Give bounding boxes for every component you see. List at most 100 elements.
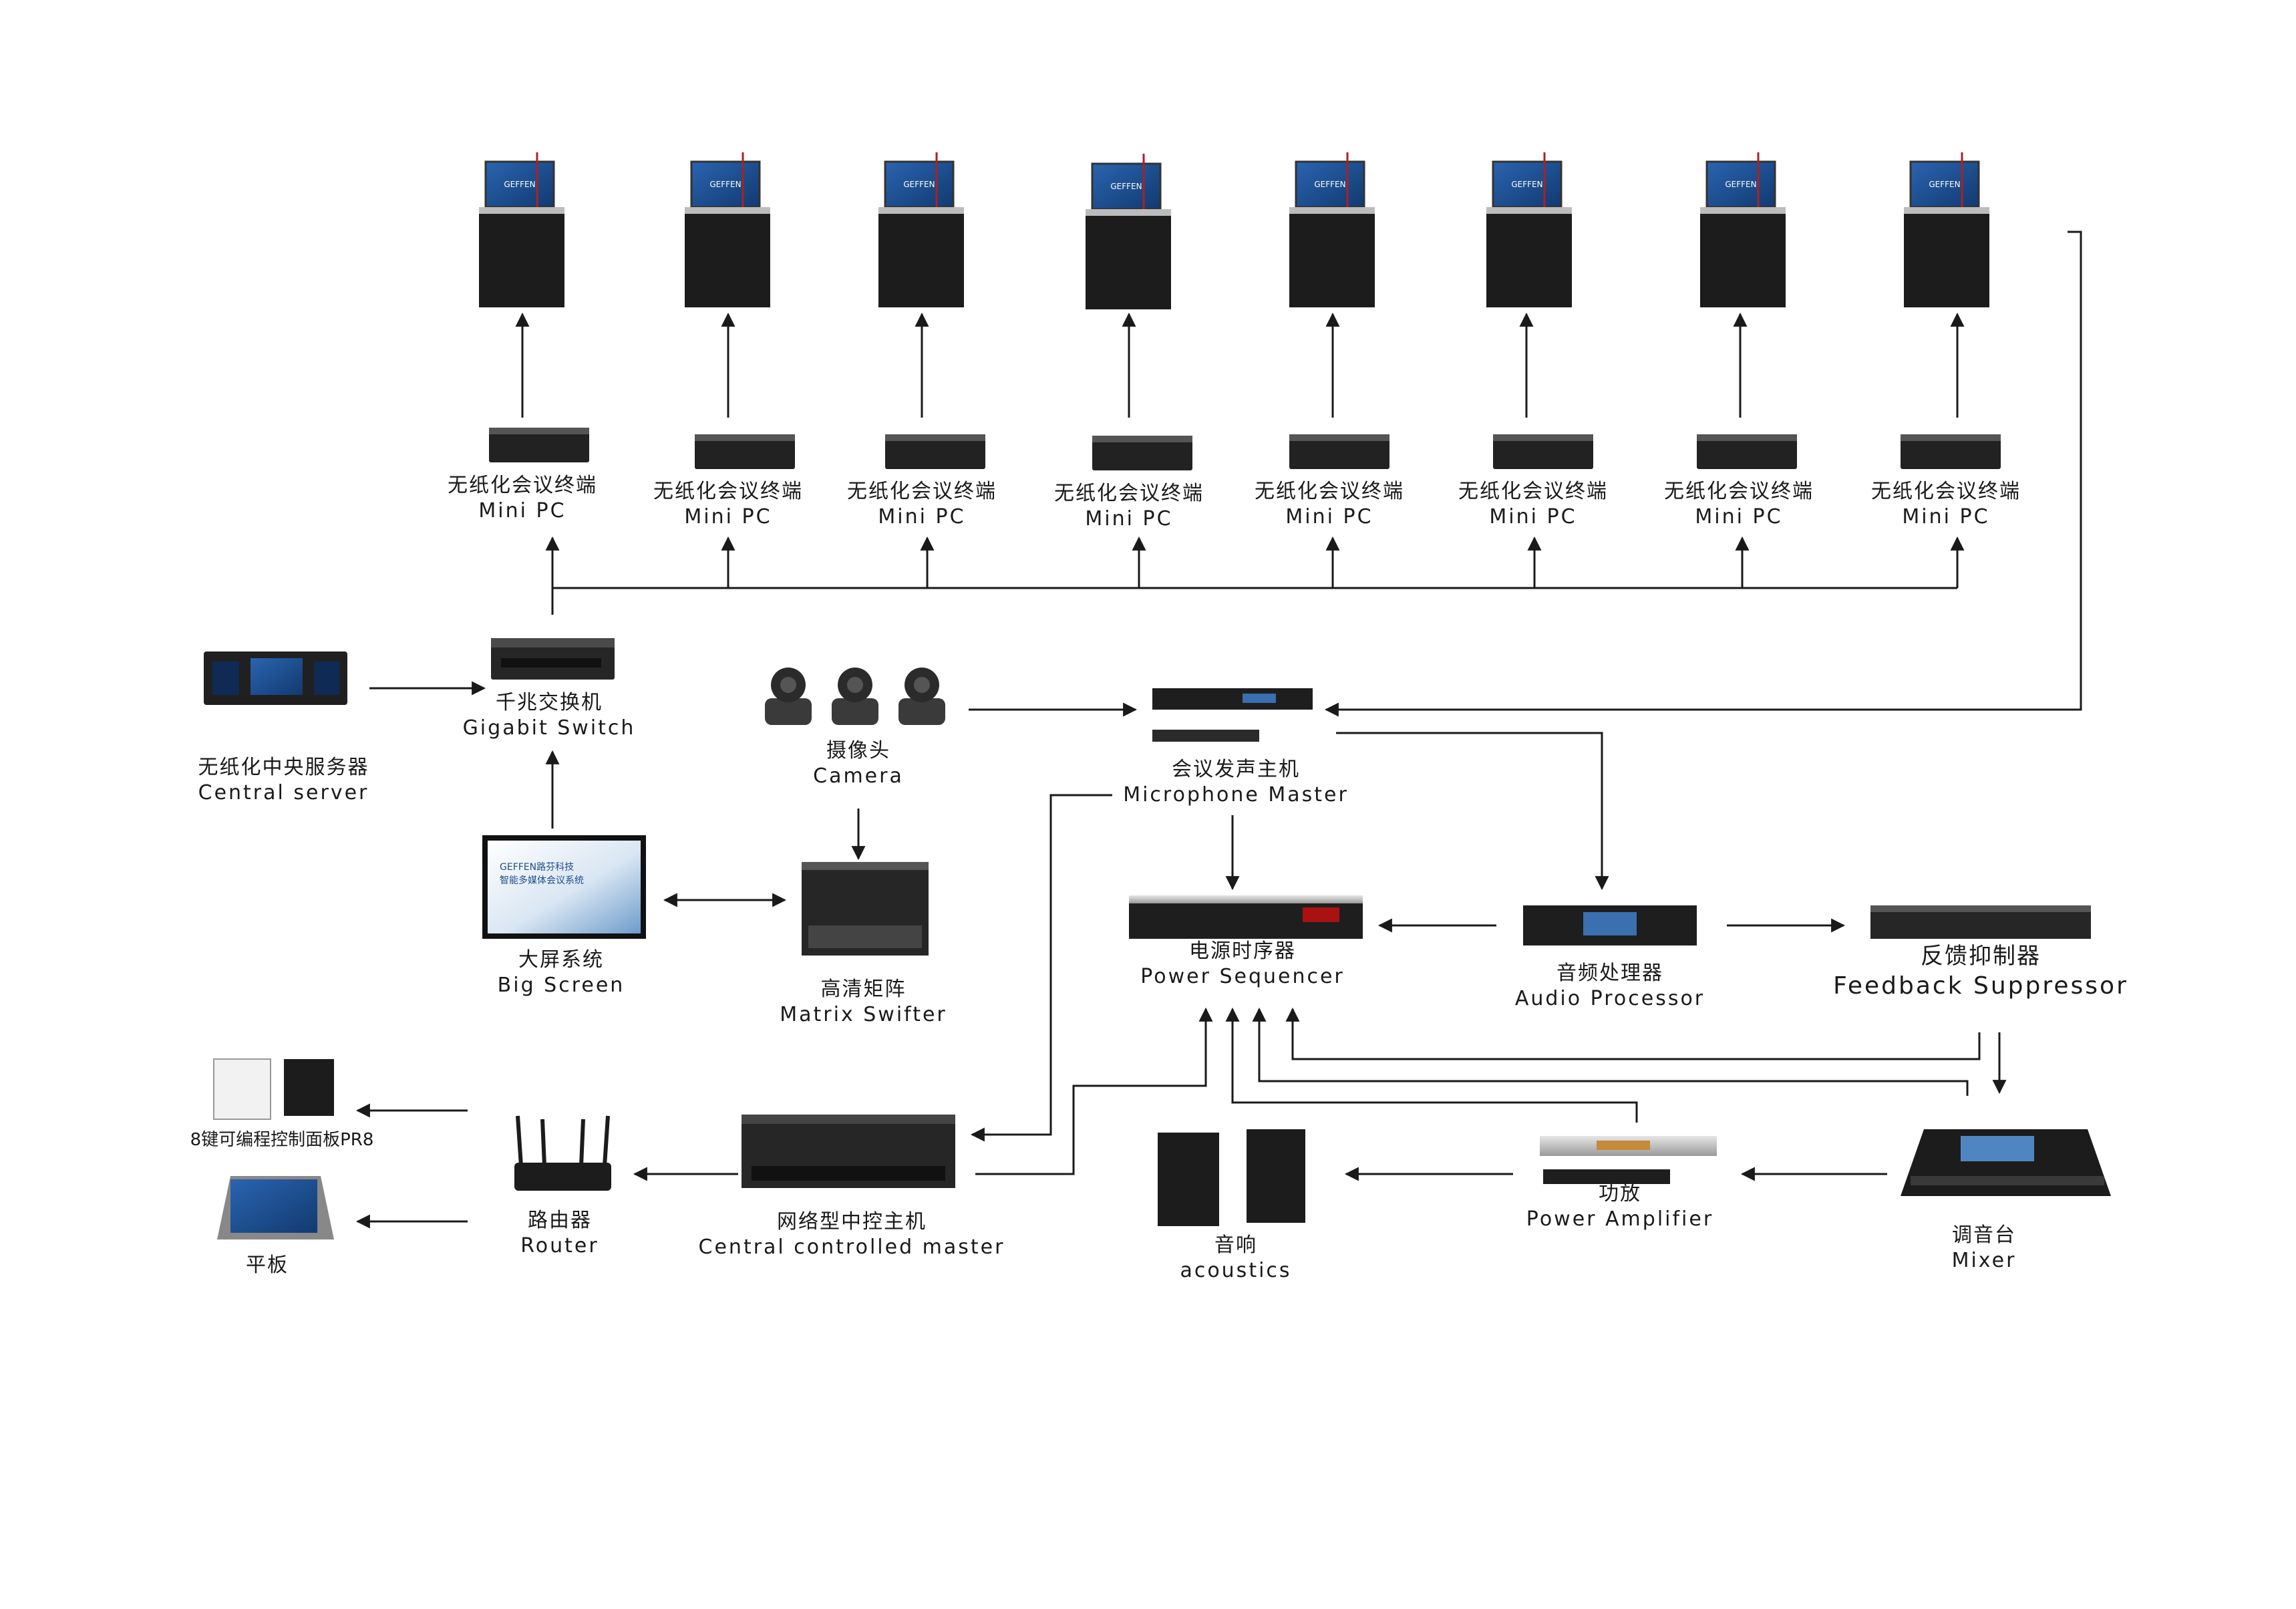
terminal-label-en: Mini PC [1085,506,1173,531]
lift-screen-brands: GEFFEN GEFFEN GEFFEN GEFFEN GEFFEN GEFFE… [504,180,1960,191]
lift-screen [1091,162,1162,210]
router-label-zh: 路由器 [528,1209,592,1232]
amp-unit-bottom [1543,1169,1670,1184]
mini-pc-top [695,434,795,441]
mini-pc [1901,434,2001,469]
camera-3 [898,668,945,725]
mini-pc-top [1697,434,1797,441]
server-bay [314,662,339,695]
terminal-label-en: Mini PC [1695,504,1783,529]
wire-amp-sequencer [1225,1007,1638,1123]
terminal-6 [1486,152,1593,469]
matrix-label-zh: 高清矩阵 [820,978,907,1001]
router-label: 路由器 Router [493,1208,627,1258]
feedback-label: 反馈抑制器 Feedback Suppressor [1817,942,2144,1001]
server-label-zh: 无纸化中央服务器 [198,756,369,779]
big-screen-display [488,841,641,933]
router-antenna-3 [579,1119,585,1167]
feedback-label-zh: 反馈抑制器 [1921,943,2041,970]
screen-brand-6: GEFFEN [1511,180,1542,189]
screen-brand-3: GEFFEN [903,180,935,189]
screen-brand-8: GEFFEN [1929,180,1960,189]
lift-box-top [479,207,564,214]
sequencer-top [1129,895,1363,903]
lift-box-top [1700,207,1786,214]
tablet-label-zh: 平板 [246,1254,289,1277]
audio-proc-label: 音频处理器 Audio Processor [1503,961,1717,1011]
mini-pc [1092,436,1192,470]
switch-label-zh: 千兆交换机 [496,691,603,714]
audio-proc-label-zh: 音频处理器 [1556,962,1663,985]
mic-master-label-zh: 会议发声主机 [1172,758,1300,781]
mixer-screen [1961,1136,2034,1161]
terminal-label-en: Mini PC [1902,504,1990,529]
lift-box [1904,207,1989,307]
terminal-5 [1289,152,1389,469]
feedback-suppressor [1870,905,2091,939]
speakers [1158,1129,1305,1226]
matrix-label: 高清矩阵 Matrix Swifter [775,977,952,1027]
camera-label: 摄像头 Camera [792,738,925,788]
matrix-top [802,862,929,870]
screen-brand-4: GEFFEN [1110,182,1142,191]
mini-pc [1493,434,1593,469]
power-seq-label-zh: 电源时序器 [1189,939,1296,963]
lift-screen [1909,160,1980,208]
terminal-label-en: Mini PC [1285,504,1373,529]
terminal-label-7: 无纸化会议终端 Mini PC [1659,479,1819,529]
screen-brand-5: GEFFEN [1314,180,1345,189]
lift-box [878,207,964,307]
wire-mixer-sequencer [1252,1007,1969,1096]
mini-pc-top [1092,436,1192,442]
mic-master-label-en: Microphone Master [1123,782,1349,807]
mic-master-display [1243,694,1276,703]
big-screen-title: 智能多媒体会议系统 [500,875,584,886]
audio-proc-label-en: Audio Processor [1514,986,1705,1010]
network-bus [545,536,1965,615]
switch-ports [501,658,601,668]
minipc-to-terminal-arrows [515,312,1965,418]
control-master-ports [752,1166,945,1181]
terminal-label-zh: 无纸化会议终端 [448,474,597,497]
mini-pc-top [1289,434,1389,441]
terminal-8 [1901,152,2001,469]
lift-box [479,207,564,307]
router-antenna-1 [516,1115,523,1167]
central-ctrl-label-en: Central controlled master [698,1235,1005,1259]
cameras [765,668,945,725]
wire-control-sequencer [975,1007,1213,1175]
terminal-label-6: 无纸化会议终端 Mini PC [1453,479,1613,529]
camera-1 [765,668,812,725]
lift-box [1700,207,1786,307]
mixer-label-en: Mixer [1951,1248,2017,1272]
camera-base [832,698,878,725]
lift-box [685,207,770,307]
terminal-label-zh: 无纸化会议终端 [1255,480,1404,503]
feedback-label-en: Feedback Suppressor [1833,972,2128,1000]
terminal-7 [1697,152,1797,469]
terminal-3 [878,152,985,469]
gigabit-switch [491,638,615,680]
power-amplifier [1540,1136,1717,1184]
amplifier-label-zh: 功放 [1599,1182,1641,1205]
big-screen-label-en: Big Screen [497,973,625,997]
matrix-io-panel [808,925,922,948]
terminal-row [479,152,2001,470]
big-screen-label-zh: 大屏系统 [518,948,604,972]
mic-master-label: 会议发声主机 Microphone Master [1116,757,1356,807]
lift-box [1486,207,1572,307]
mini-pc [489,428,589,462]
lift-screen [484,160,555,208]
terminal-label-zh: 无纸化会议终端 [1458,480,1608,503]
router [514,1115,611,1191]
speaker-right [1247,1129,1305,1223]
central-ctrl-label-zh: 网络型中控主机 [777,1210,927,1233]
switch-top [491,638,615,647]
central-control-master [742,1115,955,1188]
panel-keypad [213,1058,271,1120]
panel-label: 8键可编程控制面板PR8 [175,1129,389,1151]
mic-master-unit [1152,688,1313,710]
big-screen: GEFFEN路芬科技 智能多媒体会议系统 [482,835,646,939]
control-master-top [742,1115,955,1124]
